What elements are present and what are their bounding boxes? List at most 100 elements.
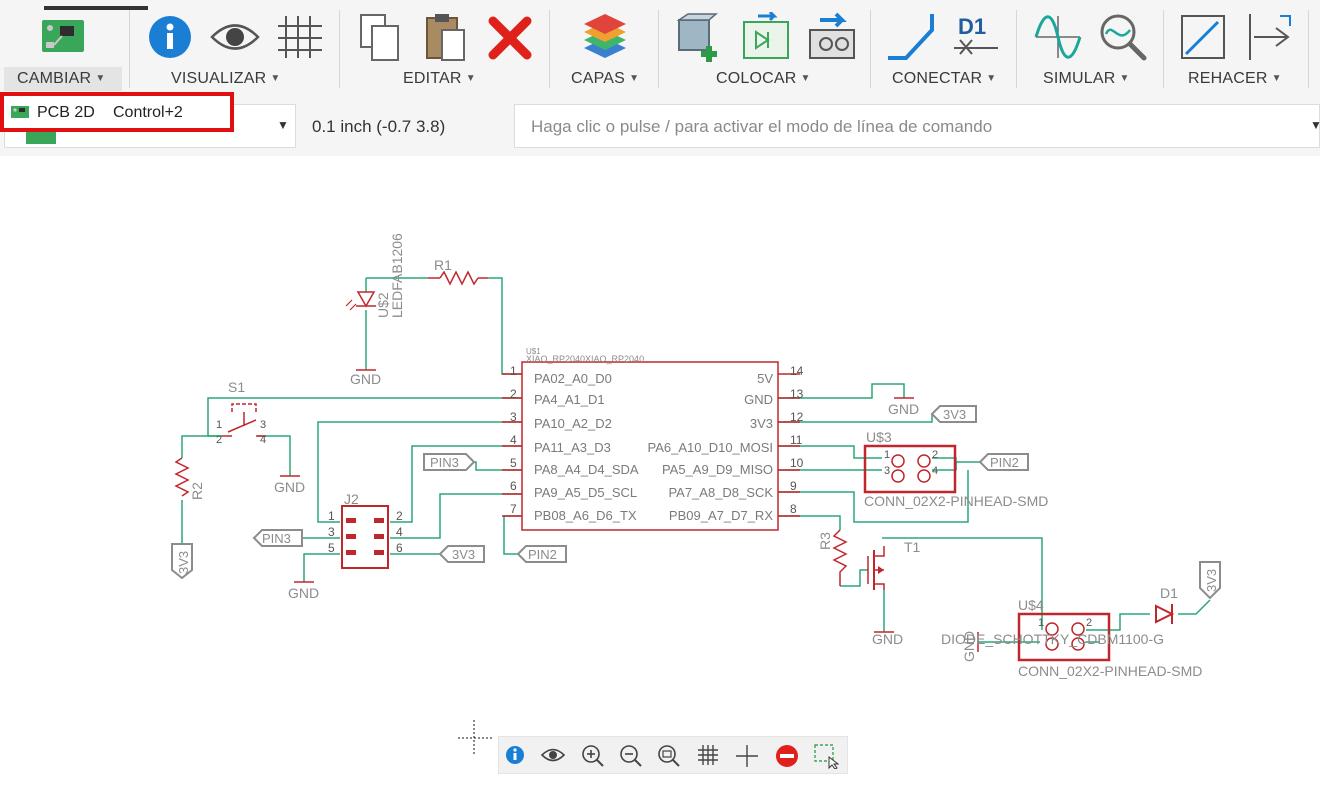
- supply-3v3: 3V3: [171, 543, 193, 580]
- conectar-menu[interactable]: CONECTAR▼: [892, 70, 997, 87]
- mcu-value: XIAO_RP2040XIAO_RP2040: [526, 354, 644, 364]
- copy-icon[interactable]: [358, 12, 402, 67]
- info-icon[interactable]: [148, 15, 192, 64]
- place-package-icon[interactable]: [806, 12, 862, 67]
- menu-item-shortcut: Control+2: [113, 104, 183, 121]
- svg-text:3: 3: [260, 419, 266, 431]
- svg-text:PIN3: PIN3: [430, 455, 459, 470]
- gnd-label: GND: [288, 585, 319, 601]
- diode-d1[interactable]: D1 DIODE_SCHOTTKY_CDBM1100-G: [941, 585, 1178, 647]
- gnd-symbol: GND: [888, 397, 919, 417]
- paste-icon[interactable]: [424, 12, 468, 67]
- add-part-icon[interactable]: [676, 12, 726, 67]
- net-label-3v3: 3V3: [438, 545, 485, 563]
- delete-icon[interactable]: [488, 16, 532, 65]
- pin-number: 4: [510, 433, 517, 447]
- u2-name: U$2: [375, 292, 391, 318]
- zoom-out-icon[interactable]: [619, 744, 643, 773]
- pin-name: PA9_A5_D5_SCL: [534, 485, 637, 500]
- svg-text:4: 4: [932, 465, 938, 477]
- mcu-name: U$1: [526, 347, 541, 356]
- pin-number: 3: [510, 410, 517, 424]
- r1-label: R1: [434, 257, 452, 273]
- schematic-canvas[interactable]: U$1 XIAO_RP2040XIAO_RP2040 PA02_A0_D0 PA…: [0, 156, 1320, 790]
- simular-menu[interactable]: SIMULAR▼: [1043, 70, 1130, 87]
- svg-text:3V3: 3V3: [452, 547, 475, 562]
- command-line-placeholder: Haga clic o pulse / para activar el modo…: [531, 117, 993, 136]
- chevron-down-icon[interactable]: ▼: [277, 118, 289, 132]
- move-arrow-icon[interactable]: [1246, 12, 1294, 67]
- grid-icon[interactable]: [276, 14, 324, 65]
- stop-icon[interactable]: [775, 744, 799, 773]
- svg-text:3: 3: [328, 525, 335, 539]
- net-label-pin2: PIN2: [516, 545, 567, 563]
- pin-name: PA7_A8_D8_SCK: [668, 485, 773, 500]
- u4-name: U$4: [1018, 597, 1044, 613]
- mosfet-t1[interactable]: T1: [867, 539, 921, 590]
- colocar-menu[interactable]: COLOCAR▼: [716, 70, 811, 87]
- pin-number: 12: [790, 410, 804, 424]
- svg-text:2: 2: [1086, 617, 1092, 629]
- svg-text:1: 1: [328, 509, 335, 523]
- svg-text:1: 1: [884, 449, 890, 461]
- pcb-board-small-icon: [10, 105, 30, 124]
- route-net-icon[interactable]: D1: [952, 10, 1000, 65]
- eye-icon[interactable]: [210, 20, 260, 59]
- crosshair-icon[interactable]: [735, 744, 759, 773]
- r2-label: R2: [189, 482, 205, 500]
- capas-menu[interactable]: CAPAS▼: [571, 70, 640, 87]
- separator: [129, 10, 130, 88]
- svg-text:3V3: 3V3: [943, 407, 966, 422]
- rehacer-menu[interactable]: REHACER▼: [1188, 70, 1282, 87]
- eye-icon[interactable]: [540, 747, 566, 768]
- grid-icon[interactable]: [697, 744, 719, 771]
- svg-text:3: 3: [884, 465, 890, 477]
- pin-number: 1: [510, 364, 517, 378]
- gnd-label: GND: [350, 371, 381, 387]
- pcb-board-icon[interactable]: [40, 18, 86, 59]
- place-schematic-icon[interactable]: [742, 10, 792, 67]
- pin-number: 14: [790, 364, 804, 378]
- pin-name: PA4_A1_D1: [534, 392, 605, 407]
- u4-value: CONN_02X2-PINHEAD-SMD: [1018, 663, 1202, 679]
- selection-icon[interactable]: [813, 743, 840, 774]
- chevron-down-icon[interactable]: ▼: [1310, 118, 1320, 132]
- pin-name: PB08_A6_D6_TX: [534, 508, 637, 523]
- ribbon-toolbar: CAMBIAR▼ VISUALIZAR▼ EDITAR▼ CAPAS▼ COLO…: [0, 0, 1320, 98]
- visualizar-menu[interactable]: VISUALIZAR▼: [171, 70, 281, 87]
- cambiar-menu[interactable]: CAMBIAR▼: [17, 70, 106, 87]
- resistor-r2[interactable]: R2: [174, 457, 205, 500]
- redo-icon[interactable]: [1178, 12, 1230, 67]
- zoom-in-icon[interactable]: [581, 744, 605, 773]
- separator: [1308, 10, 1309, 88]
- j2-label: J2: [344, 491, 359, 507]
- probe-scope-icon[interactable]: [1098, 12, 1150, 67]
- pin-number: 9: [790, 479, 797, 493]
- pin-number: 13: [790, 387, 804, 401]
- zoom-fit-icon[interactable]: [657, 744, 681, 773]
- gnd-label: GND: [274, 479, 305, 495]
- editar-menu[interactable]: EDITAR▼: [403, 70, 476, 87]
- pcb-2d-menu-item[interactable]: PCB 2D Control+2: [0, 92, 234, 132]
- svg-text:D1: D1: [958, 14, 986, 39]
- mcu-xiao-rp2040[interactable]: U$1 XIAO_RP2040XIAO_RP2040 PA02_A0_D0 PA…: [502, 347, 804, 531]
- info-icon[interactable]: [505, 745, 525, 770]
- sine-wave-icon[interactable]: [1034, 14, 1082, 65]
- gnd-symbol: GND: [872, 631, 903, 647]
- layers-icon[interactable]: [580, 12, 630, 67]
- pin-name: 5V: [757, 371, 773, 386]
- active-tab-indicator: [44, 6, 148, 10]
- resistor-r3[interactable]: R3: [817, 529, 848, 586]
- net-label-3v3: 3V3: [930, 405, 977, 423]
- pin-number: 5: [510, 456, 517, 470]
- resistor-r1[interactable]: R1: [428, 257, 488, 286]
- command-line-input[interactable]: [514, 104, 1320, 148]
- separator: [870, 10, 871, 88]
- net-icon[interactable]: [886, 12, 936, 67]
- svg-text:2: 2: [932, 449, 938, 461]
- led-u2[interactable]: U$2 LEDFAB1206: [345, 233, 405, 318]
